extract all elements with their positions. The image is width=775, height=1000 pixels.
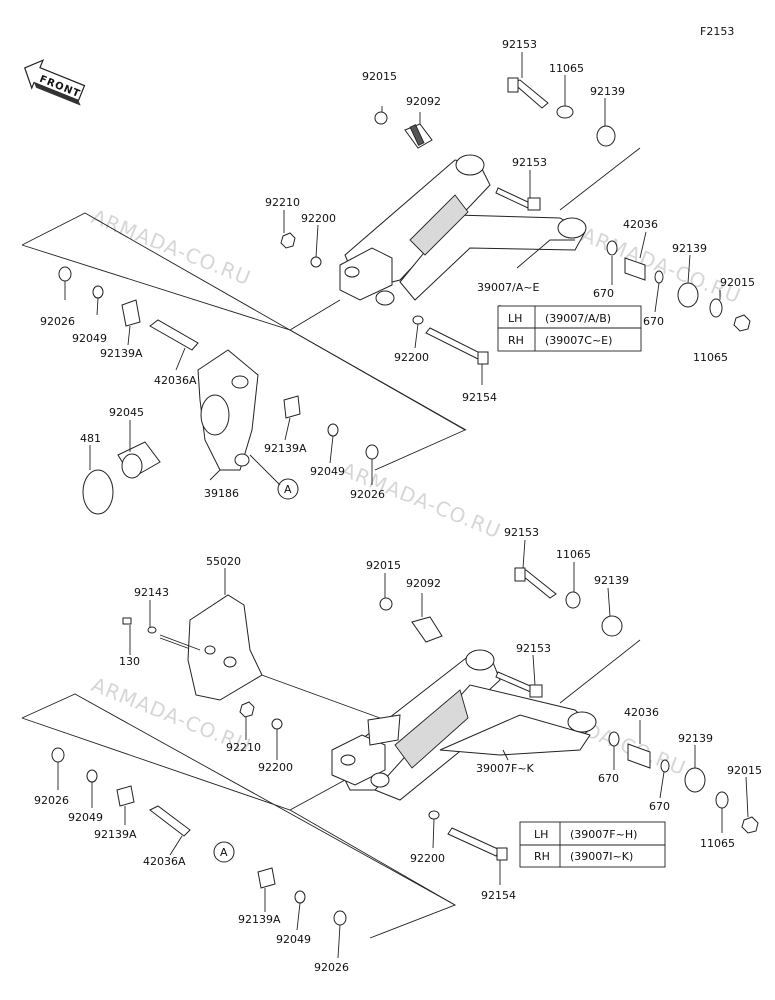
part-label: 11065	[693, 351, 728, 364]
part-label: 92139A	[264, 442, 307, 455]
part-label: 42036A	[143, 855, 186, 868]
part-label: 670	[649, 800, 670, 813]
part-label: 92200	[394, 351, 429, 364]
part-label: 92200	[258, 761, 293, 774]
part-label: 92143	[134, 586, 169, 599]
part-label: 92139A	[238, 913, 281, 926]
part-label: 42036A	[154, 374, 197, 387]
part-label: 92049	[276, 933, 311, 946]
part-label: 92026	[314, 961, 349, 974]
part-label: 92092	[406, 95, 441, 108]
part-label: 92139	[672, 242, 707, 255]
part-label: 92153	[512, 156, 547, 169]
figure-code: F2153	[700, 25, 734, 38]
table-side: RH	[508, 334, 524, 347]
watermark: ARMADA-CO.RU	[88, 204, 254, 290]
knuckle-top	[197, 349, 259, 471]
part-label: 92045	[109, 406, 144, 419]
part-label: 92092	[406, 577, 441, 590]
top-lhrh-table: LH (39007/A/B) RH (39007C~E)	[497, 305, 642, 352]
part-label: 92139A	[94, 828, 137, 841]
part-label: 39007/A~E	[477, 281, 539, 294]
part-label: 11065	[556, 548, 591, 561]
part-label: 92153	[516, 642, 551, 655]
bottom-lhrh-table: LH (39007F~H) RH (39007I~K)	[519, 821, 666, 868]
leader-lines-top	[64, 52, 721, 486]
top-part-labels: 92015 92092 92153 11065 92139 92153 9221…	[40, 38, 755, 501]
part-label: 92026	[40, 315, 75, 328]
part-label: 92154	[462, 391, 497, 404]
part-label: 670	[598, 772, 619, 785]
part-label: 92139	[590, 85, 625, 98]
bottom-part-labels: 55020 92143 130 92015 92092 92153 11065 …	[34, 526, 762, 974]
part-label: 481	[80, 432, 101, 445]
part-label: 92015	[366, 559, 401, 572]
front-arrow-icon: FRONT	[24, 59, 86, 106]
part-label: 11065	[700, 837, 735, 850]
part-label: 92049	[310, 465, 345, 478]
part-label: 92139	[678, 732, 713, 745]
part-label: 92153	[504, 526, 539, 539]
part-label: 92200	[410, 852, 445, 865]
part-label: 92153	[502, 38, 537, 51]
part-label: 92015	[720, 276, 755, 289]
skid-plate-guard	[187, 594, 263, 701]
part-label: 92049	[68, 811, 103, 824]
part-label: 92015	[362, 70, 397, 83]
table-code: (39007I~K)	[570, 850, 633, 863]
part-label: 670	[593, 287, 614, 300]
leader-lines-bottom	[57, 539, 749, 959]
part-label: 92026	[350, 488, 385, 501]
reference-marker: A	[284, 483, 292, 496]
part-label: 92026	[34, 794, 69, 807]
part-label: 92049	[72, 332, 107, 345]
reference-marker: A	[220, 846, 228, 859]
table-code: (39007F~H)	[570, 828, 637, 841]
table-side: RH	[534, 850, 550, 863]
part-label: 92154	[481, 889, 516, 902]
part-label: 92200	[301, 212, 336, 225]
part-label: 42036	[624, 706, 659, 719]
lower-a-arm	[331, 649, 597, 801]
bottom-assembly: LH (39007F~H) RH (39007I~K) 55020 92143 …	[21, 526, 762, 974]
part-label: 39007F~K	[476, 762, 535, 775]
part-label: 130	[119, 655, 140, 668]
part-label: 92015	[727, 764, 762, 777]
part-label: 92210	[265, 196, 300, 209]
part-label: 11065	[549, 62, 584, 75]
part-label: 92139A	[100, 347, 143, 360]
table-side: LH	[534, 828, 548, 841]
part-label: 42036	[623, 218, 658, 231]
part-label: 39186	[204, 487, 239, 500]
table-code: (39007/A/B)	[545, 312, 611, 325]
table-code: (39007C~E)	[545, 334, 612, 347]
top-assembly: LH (39007/A/B) RH (39007C~E) 92015 92092…	[21, 38, 755, 515]
part-label: 92210	[226, 741, 261, 754]
part-label: 670	[643, 315, 664, 328]
table-side: LH	[508, 312, 522, 325]
part-label: 55020	[206, 555, 241, 568]
upper-a-arm-top	[339, 154, 587, 306]
part-label: 92139	[594, 574, 629, 587]
